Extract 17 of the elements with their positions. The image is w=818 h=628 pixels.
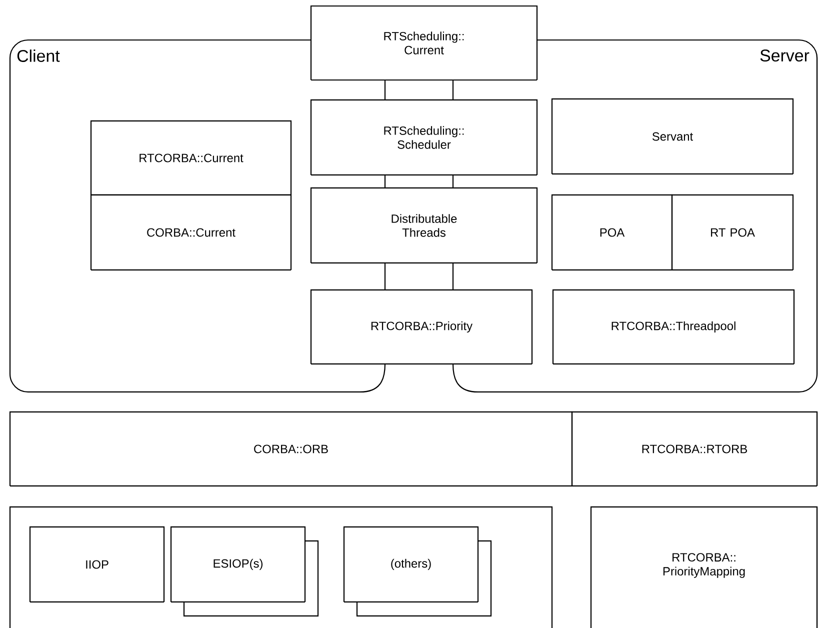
component-box: RT POA	[671, 194, 794, 271]
component-box: Servant	[551, 98, 794, 175]
component-box: Distributable Threads	[310, 187, 538, 264]
component-box: RTCORBA::Priority	[310, 289, 533, 365]
protocol-box: IIOP	[29, 526, 165, 603]
layer-box: RTCORBA::RTORB	[571, 411, 818, 487]
component-box: RTScheduling:: Current	[310, 5, 538, 81]
layer-box	[9, 506, 553, 628]
stacked-protocol-box: ESIOP(s)	[170, 526, 319, 617]
stacked-protocol-box: (others)	[343, 526, 492, 617]
layer-box: RTCORBA:: PriorityMapping	[590, 506, 818, 628]
component-box: RTCORBA::Threadpool	[552, 289, 795, 365]
component-box: RTCORBA::Current	[90, 120, 292, 196]
component-box: POA	[551, 194, 673, 271]
layer-box: CORBA::ORB	[9, 411, 573, 487]
component-box: RTScheduling:: Scheduler	[310, 99, 538, 176]
component-box: CORBA::Current	[90, 194, 292, 271]
